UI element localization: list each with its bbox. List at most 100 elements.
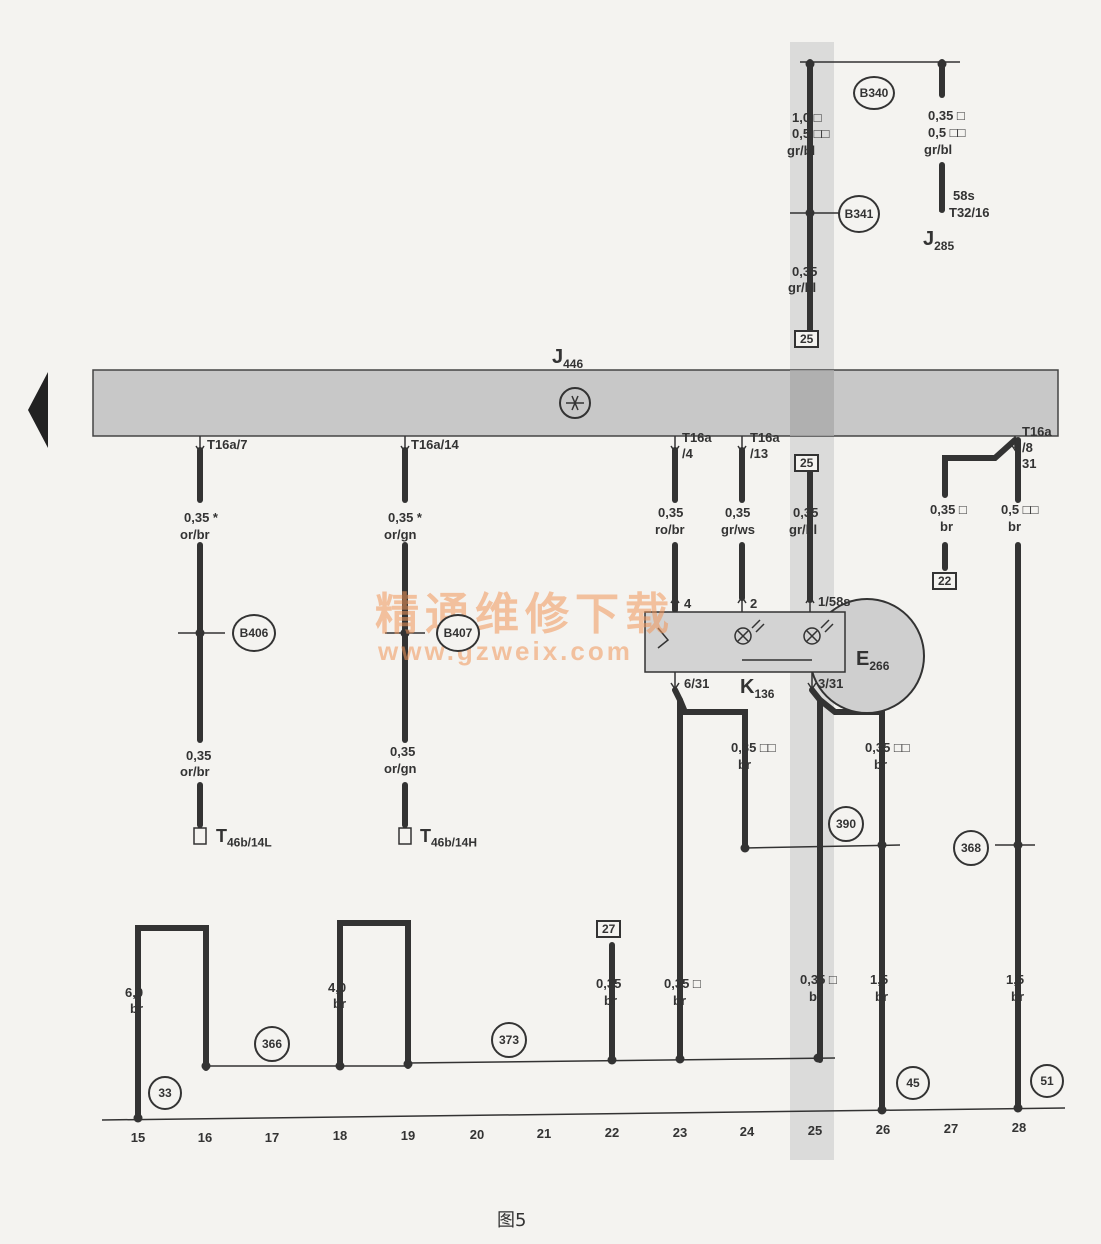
ref-box-27: 27 [596, 920, 622, 938]
node-51: 51 [1030, 1064, 1064, 1098]
t46b-14h-pin-icon [398, 827, 412, 845]
lamp-icon-2 [803, 627, 821, 645]
label-k136: K136 [740, 676, 775, 701]
ruler-tick: 15 [130, 1130, 146, 1145]
ref-box-22: 22 [932, 572, 958, 590]
wire-label: 0,35 [658, 505, 684, 520]
bus-lines [101, 61, 1066, 1121]
node-33: 33 [148, 1076, 182, 1110]
wire-label: 0,35 □ [664, 976, 701, 991]
connector-t16a-8-a: T16a [1022, 424, 1052, 439]
wire-18-19-loop [337, 920, 411, 1069]
lamp-icon-1 [734, 627, 752, 645]
connector-t16a-8-c: 31 [1022, 456, 1037, 471]
wire-label: br [1011, 989, 1024, 1004]
wire-label: or/br [180, 527, 210, 542]
wire-label: br [604, 993, 617, 1008]
ruler-tick: 28 [1011, 1120, 1027, 1135]
wire-label: 0,35 [186, 748, 212, 763]
node-368: 368 [953, 830, 989, 866]
wire-23-k136 [672, 687, 748, 851]
connector-t16a-4-b: /4 [682, 446, 693, 461]
wire-label: 0,5 □□ [1001, 502, 1039, 517]
node-b341: B341 [838, 195, 880, 233]
wire-label: 0,35 □ [928, 108, 965, 123]
wire-label: 6,0 [125, 985, 144, 1000]
bus-390 [744, 844, 901, 849]
ruler-tick: 26 [875, 1122, 891, 1137]
ground-cross-icon [566, 395, 584, 411]
connector-t16a-13-a: T16a [750, 430, 780, 445]
wire-label: gr/bl [789, 522, 818, 537]
node-b340: B340 [853, 76, 895, 110]
node-45: 45 [896, 1066, 930, 1100]
ruler-tick: 25 [807, 1123, 823, 1138]
wire-label: 0,35 * [388, 510, 422, 525]
ruler-tick: 17 [264, 1130, 280, 1145]
wire-label: ro/br [655, 522, 685, 537]
t46b-14l-pin-icon [193, 827, 207, 845]
label-t46b-14h: T46b/14H [420, 826, 478, 850]
ruler-tick: 23 [672, 1125, 688, 1140]
wire-label: gr/bl [924, 142, 953, 157]
wire-label: gr/ws [721, 522, 755, 537]
wire-label: br [940, 519, 953, 534]
connector-arrows [195, 200, 1020, 691]
wire-label: 0,5 □□ [792, 126, 830, 141]
e266-pin-1-58s: 1/58s [818, 594, 851, 609]
wire-label: br [875, 989, 888, 1004]
connector-t16a-14: T16a/14 [411, 437, 459, 452]
node-b406: B406 [232, 614, 276, 652]
wire-label: 0,35 [596, 976, 622, 991]
e266-pin-3-31: 3/31 [818, 676, 844, 691]
wire-27-jog [942, 437, 1018, 498]
label-t46b-14l: T46b/14L [216, 826, 272, 850]
node-b407: B407 [436, 614, 480, 652]
ruler-tick: 27 [943, 1121, 959, 1136]
connector-t16a-7: T16a/7 [207, 437, 248, 452]
j285-pin: T32/16 [949, 205, 990, 220]
highlight-band-overlap [790, 370, 834, 436]
junction-dots [133, 59, 1023, 1123]
ruler-tick: 22 [604, 1125, 620, 1140]
ruler-tick: 18 [332, 1128, 348, 1143]
wire-label: 0,35 [793, 505, 819, 520]
node-366: 366 [254, 1026, 290, 1062]
watermark-text: 精通维修下载 [375, 590, 675, 639]
figure-caption: 图5 [497, 1210, 527, 1231]
pin-symbols [193, 827, 412, 845]
wire-label: 1,5 [1006, 972, 1025, 987]
wire-label: 4,0 [328, 980, 347, 995]
connector-t16a-13-b: /13 [750, 446, 769, 461]
wire-label: 1,5 [870, 972, 889, 987]
ruler-tick: 21 [536, 1126, 552, 1141]
ruler-tick: 16 [197, 1130, 213, 1145]
connector-t16a-8-b: /8 [1022, 440, 1033, 455]
wire-label: 0,35 [792, 264, 818, 279]
ruler-tick: 19 [400, 1128, 416, 1143]
wire-label: br [130, 1001, 143, 1016]
wire-label: br [673, 993, 686, 1008]
wire-label: 0,35 [390, 744, 416, 759]
j285-58s: 58s [953, 188, 975, 203]
label-e266: E266 [856, 648, 890, 673]
ground-symbol-icon [559, 387, 591, 419]
wire-label: br [809, 989, 822, 1004]
wire-label: 1,0 □ [792, 110, 822, 125]
arrow-left-icon [28, 372, 48, 448]
connector-t16a-4-a: T16a [682, 430, 712, 445]
k136-symbol-icon [657, 627, 670, 649]
wire-label: 0,35 □ [930, 502, 967, 517]
ground-bus [101, 1107, 1066, 1121]
label-j285: J285 [923, 228, 955, 253]
wire-label: 0,35 * [184, 510, 218, 525]
k136-lamp-module [644, 611, 846, 673]
wire-label: 0,5 □□ [928, 125, 966, 140]
ref-box-25-top: 25 [794, 330, 820, 348]
wire-label: br [738, 757, 751, 772]
wire-label: 0,35 □□ [865, 740, 910, 755]
k136-pin-4: 4 [684, 596, 692, 611]
k136-pin-6-31: 6/31 [684, 676, 710, 691]
